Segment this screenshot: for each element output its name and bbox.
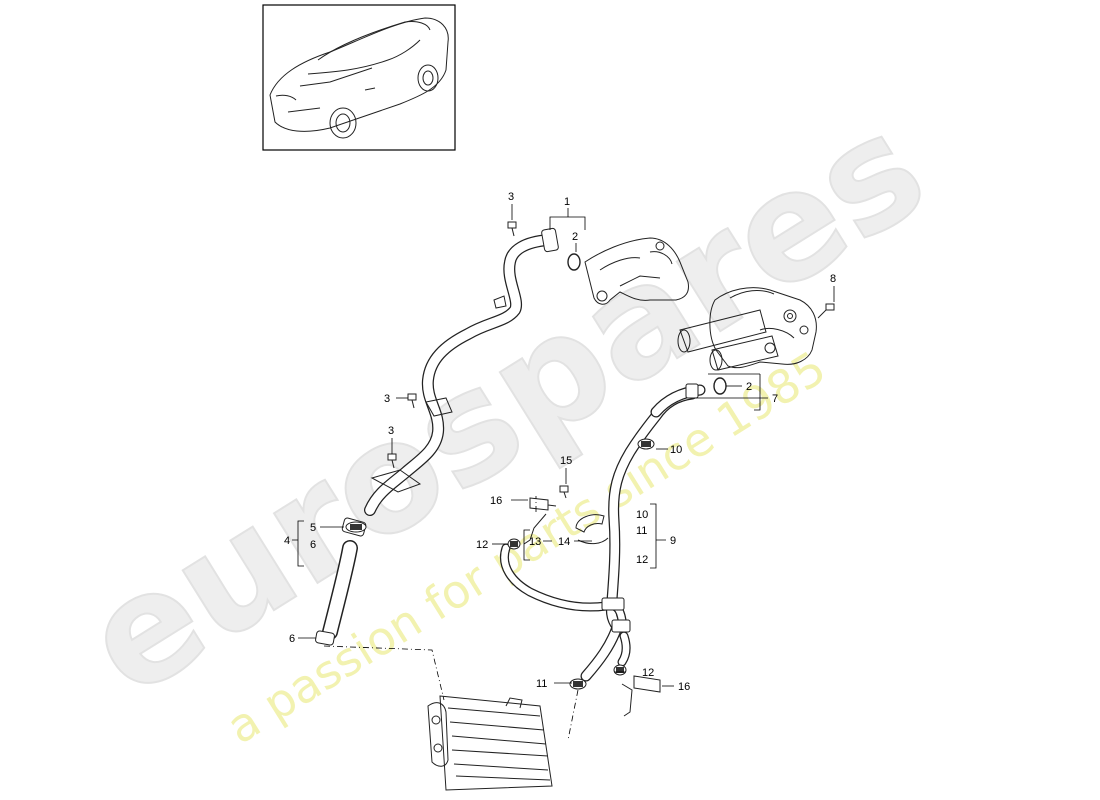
hose-clamp-icon [569,678,587,690]
hose-clamp-icon [507,538,521,550]
callout-16-upper: 16 [490,495,502,507]
engine-housing [584,237,817,371]
callout-12-lower: 12 [642,667,654,679]
small-parts [345,221,835,717]
bolt-icon [507,221,517,237]
bolt-icon [407,393,417,409]
callout-6-lower: 6 [289,633,295,645]
hose-clamp-icon [613,664,627,676]
callout-11-group: 11 [636,525,647,537]
callout-14: 14 [558,536,570,548]
callout-1: 1 [564,196,570,208]
callout-8: 8 [830,273,836,285]
callout-3-mid: 3 [384,393,390,405]
hose-clamp-icon [345,521,367,533]
callout-4: 4 [284,535,290,547]
callout-12-group: 12 [636,554,648,566]
oil-cooler [427,695,553,791]
callout-6-upper: 6 [310,539,316,551]
callout-7: 7 [772,393,778,405]
callout-10-group: 10 [636,509,648,521]
coolant-pipe-left [364,227,559,516]
callout-16-lower: 16 [678,681,690,693]
callout-2-right: 2 [746,381,752,393]
o-ring-icon [567,253,581,271]
bolt-icon [817,303,835,319]
watermark: eurospares a passion for parts since 198… [56,79,955,754]
car-thumbnail-icon [262,4,456,151]
callout-15: 15 [560,455,572,467]
callout-3-top: 3 [508,191,514,203]
callout-2-top: 2 [572,231,578,243]
callout-11-lower: 11 [536,678,547,690]
callout-13: 13 [529,536,541,548]
bolt-icon [559,485,569,499]
callout-9: 9 [670,535,676,547]
callout-labels: 1 2 3 8 2 7 3 3 10 15 16 10 11 9 12 12 1… [284,191,836,693]
callout-5: 5 [310,522,316,534]
hose-assembly-9 [500,383,706,682]
hose-clamp-icon [637,438,655,450]
leader-lines [292,204,835,741]
watermark-brand: eurospares [57,80,954,730]
o-ring-icon [713,377,727,395]
callout-12-left: 12 [476,539,488,551]
callout-3-lower: 3 [388,425,394,437]
callout-10-upper: 10 [670,444,682,456]
